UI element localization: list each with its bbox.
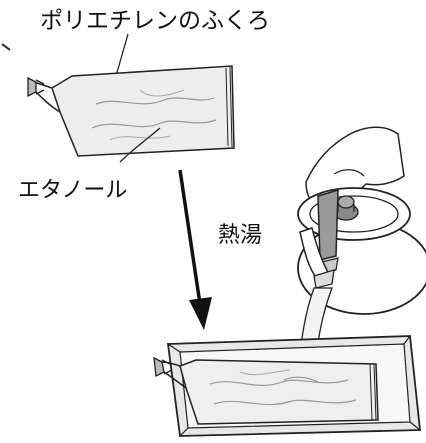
ethanol-label: エタノール: [18, 178, 128, 203]
down-arrow: [178, 169, 212, 330]
hot-water-label: 熱湯: [218, 223, 263, 248]
lower-bag: [153, 356, 379, 425]
label-tick: [1, 43, 11, 51]
bag-label: ポリエチレンのふくろ: [40, 8, 270, 34]
upper-bag: [27, 65, 235, 157]
bag-leader-line: [115, 33, 129, 77]
ethanol-leader-line: [119, 127, 161, 163]
